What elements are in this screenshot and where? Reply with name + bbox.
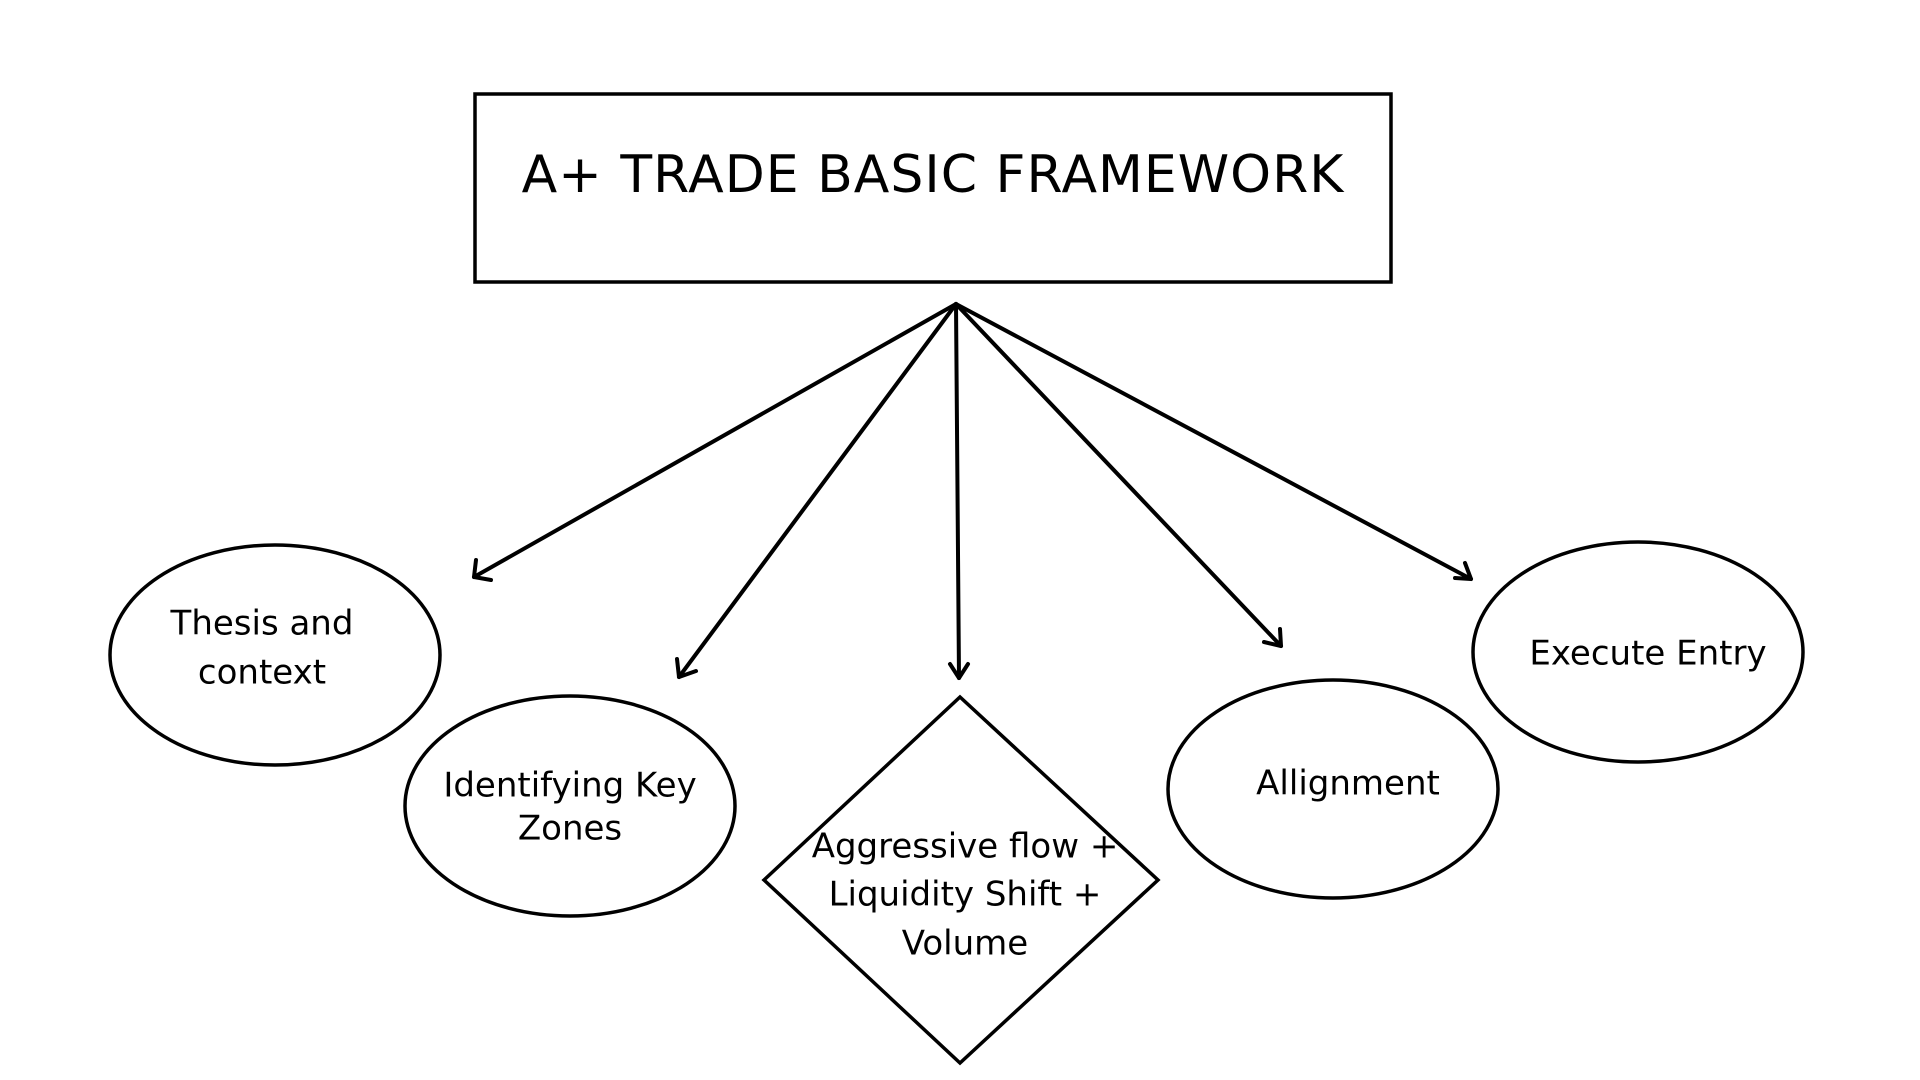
thesis-label-line-2: context (198, 653, 326, 693)
execute-ellipse (1471, 540, 1805, 764)
zones-label-line-2: Zones (518, 809, 622, 849)
diagram-title: A+ TRADE BASIC FRAMEWORK (522, 145, 1346, 205)
node-flow[interactable]: Aggressive flow + Liquidity Shift + Volu… (761, 694, 1161, 1066)
zones-ellipse (403, 694, 737, 918)
alignment-label: Allignment (1256, 764, 1440, 804)
flow-label-line-2: Liquidity Shift + (829, 875, 1102, 915)
root-box (473, 92, 1393, 284)
node-zones[interactable]: Identifying Key Zones (403, 694, 737, 918)
node-alignment[interactable]: Allignment (1166, 678, 1500, 900)
execute-label: Execute Entry (1529, 634, 1766, 674)
arrow-to-zones (675, 302, 958, 679)
edges (472, 302, 1473, 680)
arrow-to-alignment (954, 302, 1283, 648)
node-root[interactable]: A+ TRADE BASIC FRAMEWORK (473, 92, 1393, 284)
flow-label-line-3: Volume (902, 924, 1028, 964)
alignment-ellipse (1166, 678, 1500, 900)
flow-diamond (761, 694, 1161, 1066)
zones-label-line-1: Identifying Key (443, 766, 696, 806)
arrow-to-execute (954, 302, 1473, 581)
node-thesis[interactable]: Thesis and context (108, 543, 442, 767)
node-execute[interactable]: Execute Entry (1471, 540, 1805, 764)
flow-label-line-1: Aggressive flow + (812, 827, 1119, 867)
arrow-to-flow (948, 302, 970, 680)
thesis-label-line-1: Thesis and (170, 604, 354, 644)
arrow-to-thesis (472, 302, 958, 582)
thesis-ellipse (108, 543, 442, 767)
